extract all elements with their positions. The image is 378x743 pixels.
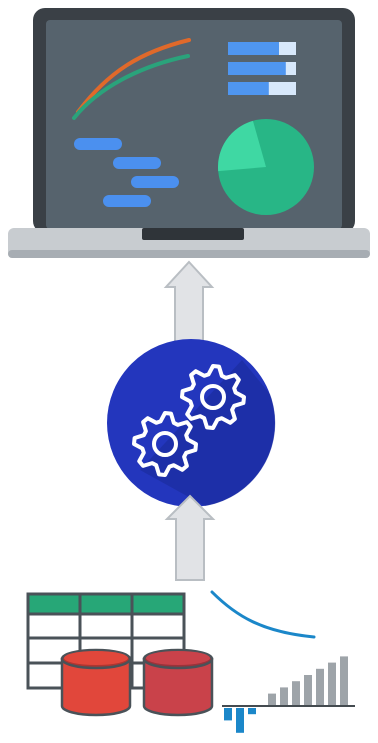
- chart-bar: [328, 662, 336, 706]
- chart-bar: [292, 681, 300, 706]
- db-top-face: [64, 651, 128, 665]
- gear-hole: [200, 384, 226, 410]
- chart-bar: [340, 656, 348, 706]
- db-body: [142, 657, 214, 717]
- screen-line-chart: [72, 38, 191, 120]
- screen-pie-chart: [218, 119, 314, 215]
- orange-trend-line: [76, 38, 191, 114]
- gear-small: [132, 411, 198, 477]
- gantt-bar: [113, 157, 161, 169]
- database-cylinder: [142, 648, 214, 717]
- gear-large: [180, 364, 246, 430]
- chart-bar: [316, 668, 324, 706]
- arrow-up-icon: [164, 494, 216, 581]
- chart-bar: [248, 708, 256, 715]
- laptop-base-edge: [8, 250, 370, 258]
- screen-gantt-chart: [74, 138, 179, 207]
- gear-outline: [180, 364, 246, 430]
- chart-bar: [224, 708, 232, 721]
- bar-chart: [224, 656, 348, 733]
- chart-bar: [280, 687, 288, 706]
- db-top-face: [146, 651, 210, 665]
- progress-fill: [228, 82, 269, 95]
- decay-curve: [210, 590, 316, 639]
- db-body: [60, 657, 132, 717]
- gantt-bar: [74, 138, 122, 150]
- progress-fill: [228, 42, 279, 55]
- gear-outline: [132, 411, 198, 477]
- pie-slice: [218, 120, 266, 172]
- arrow-up-icon: [163, 260, 215, 346]
- database-table-icon: [26, 590, 355, 733]
- laptop-notch: [142, 228, 244, 240]
- gears-icon: [107, 339, 276, 507]
- laptop-dashboard-icon: [8, 8, 370, 258]
- gantt-bar: [131, 176, 179, 188]
- chart-bar: [236, 708, 244, 733]
- progress-fill: [228, 62, 286, 75]
- gantt-bar: [103, 195, 151, 207]
- table-header: [28, 594, 184, 614]
- chart-bar: [304, 675, 312, 706]
- gear-hole: [152, 431, 178, 457]
- database-cylinder: [60, 648, 132, 717]
- teal-trend-line: [72, 54, 190, 120]
- screen-bar-list: [228, 42, 296, 95]
- chart-bar: [268, 693, 276, 706]
